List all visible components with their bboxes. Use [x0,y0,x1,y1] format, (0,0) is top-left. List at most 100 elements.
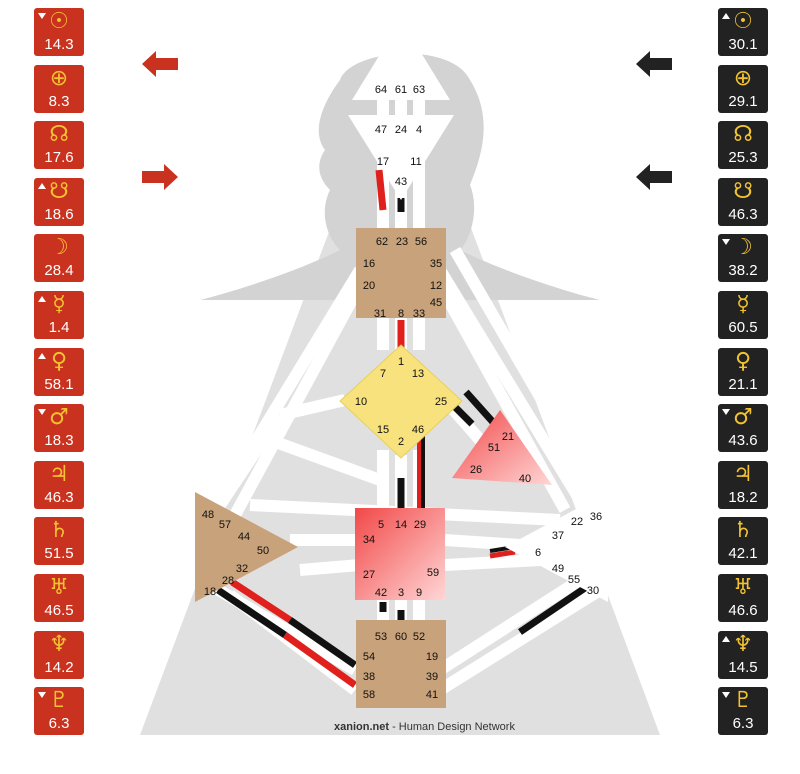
personality-planet-pluto[interactable]: ♇6.3 [718,687,768,736]
design-planet-jupiter[interactable]: ♃46.3 [34,460,84,509]
personality-planet-earth[interactable]: ⊕29.1 [718,64,768,113]
planet-value: 18.3 [44,432,74,450]
planet-value: 60.5 [728,319,758,336]
throat-center [356,228,446,318]
planet-value: 21.1 [728,375,758,393]
planet-value: 58.1 [44,375,74,393]
gate-32: 32 [236,563,248,575]
site-name[interactable]: xanion.net [334,721,390,733]
design-planet-neptune[interactable]: ♆14.2 [34,630,84,679]
personality-planet-venus[interactable]: ♀21.1 [718,347,768,396]
mars-icon: ♂ [49,405,69,431]
planet-value: 43.6 [728,432,758,450]
gate-61: 61 [395,84,407,96]
head-center [352,20,450,100]
gate-7: 7 [380,368,386,380]
personality-planet-sun[interactable]: ☉ 30.1 [718,8,768,56]
personality-planet-moon[interactable]: ☽38.2 [718,234,768,283]
design-planet-south-node[interactable]: ☋18.6 [34,177,84,226]
gate-33: 33 [413,308,425,320]
personality-planet-saturn[interactable]: ♄42.1 [718,517,768,566]
design-planet-earth[interactable]: ⊕8.3 [34,64,84,113]
gate-14: 14 [395,519,407,531]
gate-44: 44 [238,531,250,543]
planet-value: 30.1 [728,36,758,53]
gate-19: 19 [426,651,438,663]
gate-37: 37 [552,530,564,542]
uranus-icon: ♅ [49,575,69,600]
north-node-icon: ☊ [733,122,753,148]
gate-6: 6 [535,547,541,559]
planet-value: 18.2 [728,488,758,506]
pluto-icon: ♇ [733,688,753,714]
design-planet-mercury[interactable]: ☿1.4 [34,291,84,339]
sun-icon: ☉ [733,9,753,34]
heart-center [452,410,552,485]
earth-icon: ⊕ [49,65,69,91]
mars-icon: ♂ [733,405,753,431]
personality-planet-mercury[interactable]: ☿ 60.5 [718,291,768,339]
gate-45: 45 [430,297,442,309]
solar-plexus-center [505,492,608,602]
jupiter-icon: ♃ [49,461,69,487]
design-planet-north-node[interactable]: ☊17.6 [34,121,84,170]
design-planet-uranus[interactable]: ♅ 46.5 [34,574,84,622]
planet-value: 28.4 [44,262,74,280]
gate-49: 49 [552,563,564,575]
jupiter-icon: ♃ [733,461,753,487]
gate-54: 54 [363,651,375,663]
gate-34: 34 [363,534,375,546]
triangle-down-icon [38,409,46,416]
triangle-up-icon [38,182,46,189]
planet-value: 14.3 [44,36,74,53]
planet-value: 46.5 [44,602,74,619]
personality-planet-south-node[interactable]: ☋46.3 [718,177,768,226]
gate-17: 17 [377,156,389,168]
design-planet-mars[interactable]: ♂18.3 [34,404,84,453]
gate-12: 12 [430,280,442,292]
gate-46: 46 [412,424,424,436]
gate-13: 13 [412,368,424,380]
design-planet-moon[interactable]: ☽28.4 [34,234,84,283]
design-planet-saturn[interactable]: ♄51.5 [34,517,84,566]
arrow-right-icon [142,164,178,190]
credit-footer[interactable]: xanion.net - Human Design Network [334,721,554,733]
planet-value: 17.6 [44,149,74,167]
gate-26: 26 [470,464,482,476]
planet-value: 46.6 [728,602,758,619]
venus-icon: ♀ [734,348,752,374]
arrow-left-icon [636,51,672,77]
design-planet-sun[interactable]: ☉ 14.3 [34,8,84,56]
sun-icon: ☉ [49,9,69,34]
personality-planet-neptune[interactable]: ♆14.5 [718,630,768,679]
ajna-center [348,115,454,200]
g-center [339,344,463,459]
planet-value: 6.3 [48,715,70,733]
planet-value: 14.2 [44,658,74,676]
personality-planet-uranus[interactable]: ♅46.6 [718,574,768,622]
personality-planet-mars[interactable]: ♂43.6 [718,404,768,453]
design-planet-venus[interactable]: ♀58.1 [34,347,84,396]
gate-8: 8 [398,308,404,320]
triangle-up-icon [722,13,730,19]
planet-value: 14.5 [728,658,758,676]
planet-value: 1.4 [48,319,70,336]
personality-planet-jupiter[interactable]: ♃18.2 [718,460,768,509]
mercury-icon: ☿ [736,292,750,317]
gate-36: 36 [590,511,602,523]
root-center [356,620,446,708]
credit-text: - Human Design Network [389,721,515,733]
gate-28: 28 [222,575,234,587]
gate-47: 47 [375,124,387,136]
gate-3: 3 [398,587,404,599]
active-channels [216,169,587,688]
personality-planet-north-node[interactable]: ☊25.3 [718,121,768,170]
gate-21: 21 [502,431,514,443]
gate-39: 39 [426,671,438,683]
design-planet-pluto[interactable]: ♇6.3 [34,687,84,736]
gate-56: 56 [415,236,427,248]
south-node-icon: ☋ [733,178,753,204]
triangle-up-icon [38,296,46,302]
gate-58: 58 [363,689,375,701]
triangle-down-icon [722,692,730,699]
